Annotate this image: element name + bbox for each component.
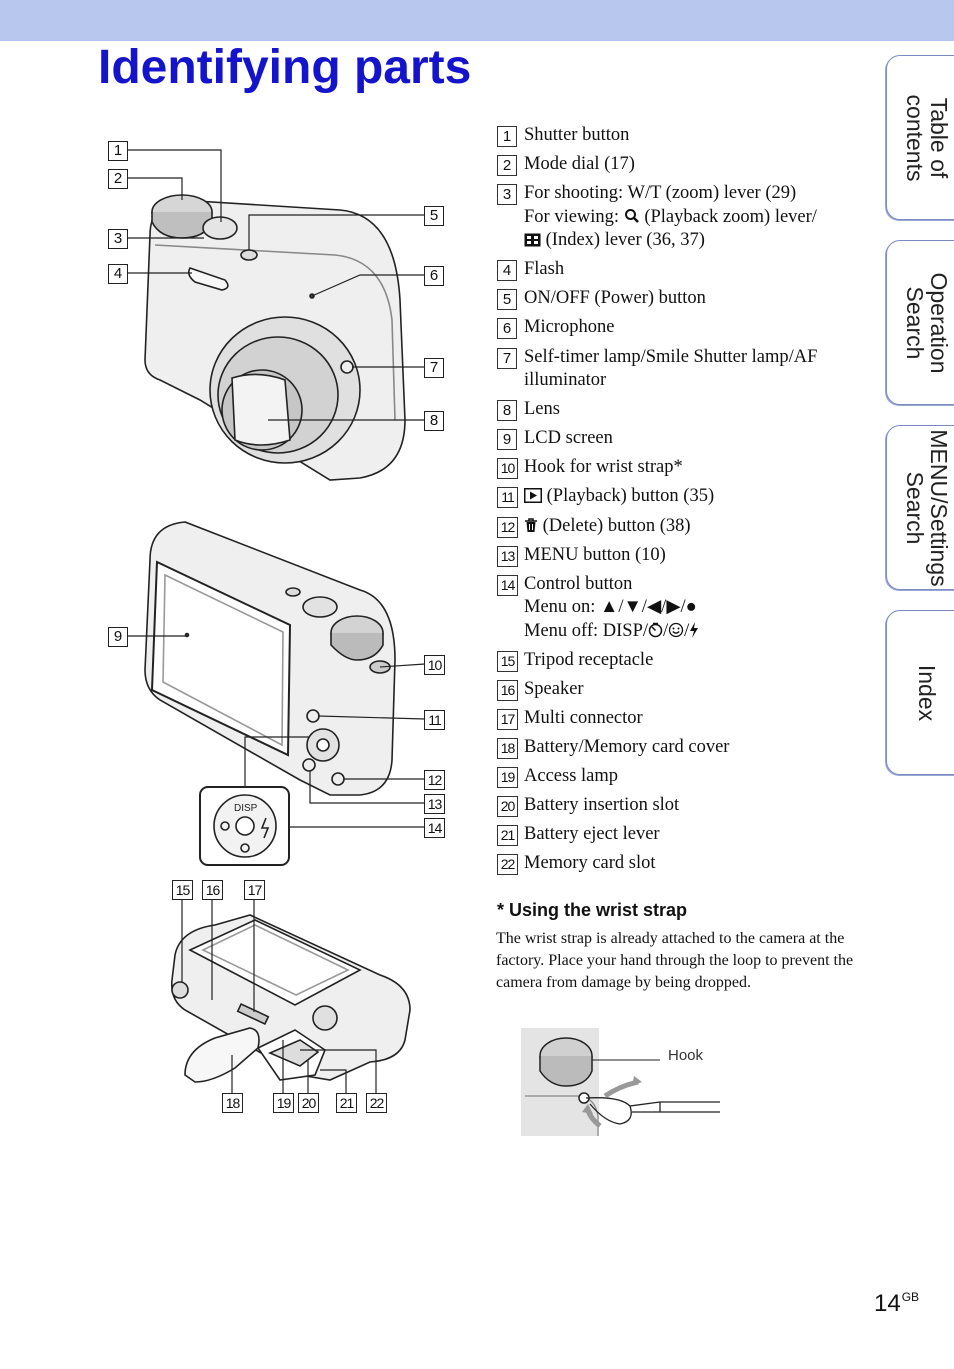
callout-5: 5: [424, 206, 444, 226]
leader-lines: [128, 149, 426, 1093]
callout-15: 15: [172, 880, 193, 900]
tab-index[interactable]: Index: [886, 610, 954, 775]
wrist-strap-illustration: [521, 1028, 720, 1136]
callout-2: 2: [108, 169, 128, 189]
list-item: 14 Control button Menu on: ▲/▼/◀/▶/● Men…: [497, 573, 857, 644]
control-button-inset: [199, 786, 290, 866]
callout-22: 22: [366, 1093, 387, 1113]
callout-21: 21: [336, 1093, 357, 1113]
playback-icon: [524, 488, 542, 504]
smile-icon: [669, 622, 684, 637]
index-grid-icon: [524, 233, 541, 247]
list-item: 3 For shooting: W/T (zoom) lever (29) Fo…: [497, 182, 857, 253]
callout-3: 3: [108, 229, 128, 249]
page-number: 14GB: [874, 1290, 920, 1317]
flash-icon: [690, 621, 699, 638]
callout-12: 12: [424, 770, 445, 790]
hook-label: Hook: [668, 1047, 704, 1064]
callout-13: 13: [424, 794, 445, 814]
callout-18: 18: [222, 1093, 243, 1113]
trash-icon: [525, 517, 537, 532]
callout-20: 20: [298, 1093, 319, 1113]
camera-back-drawing: [144, 521, 396, 796]
self-timer-icon: [648, 622, 663, 637]
note-title: * Using the wrist strap: [497, 900, 688, 920]
callout-17: 17: [244, 880, 265, 900]
callout-11: 11: [424, 710, 445, 730]
callout-10: 10: [424, 655, 445, 675]
callout-19: 19: [273, 1093, 294, 1113]
note-body: The wrist strap is already attached to t…: [496, 930, 854, 991]
callout-16: 16: [202, 880, 223, 900]
callout-1: 1: [108, 141, 128, 161]
magnifier-icon: [624, 208, 639, 223]
header-bar: [0, 0, 954, 41]
camera-bottom-drawing: [170, 914, 411, 1083]
page-title: Identifying parts: [98, 41, 472, 94]
callout-8: 8: [424, 411, 444, 431]
callout-7: 7: [424, 358, 444, 378]
list-item: 12 (Delete) button (38): [497, 515, 857, 539]
disp-label: DISP: [234, 803, 258, 814]
callout-9: 9: [108, 627, 128, 647]
camera-illustrations: DISP: [128, 149, 426, 1093]
callout-4: 4: [108, 264, 128, 284]
list-item: 11 (Playback) button (35): [497, 485, 857, 509]
callout-14: 14: [424, 818, 445, 838]
callout-6: 6: [424, 266, 444, 286]
